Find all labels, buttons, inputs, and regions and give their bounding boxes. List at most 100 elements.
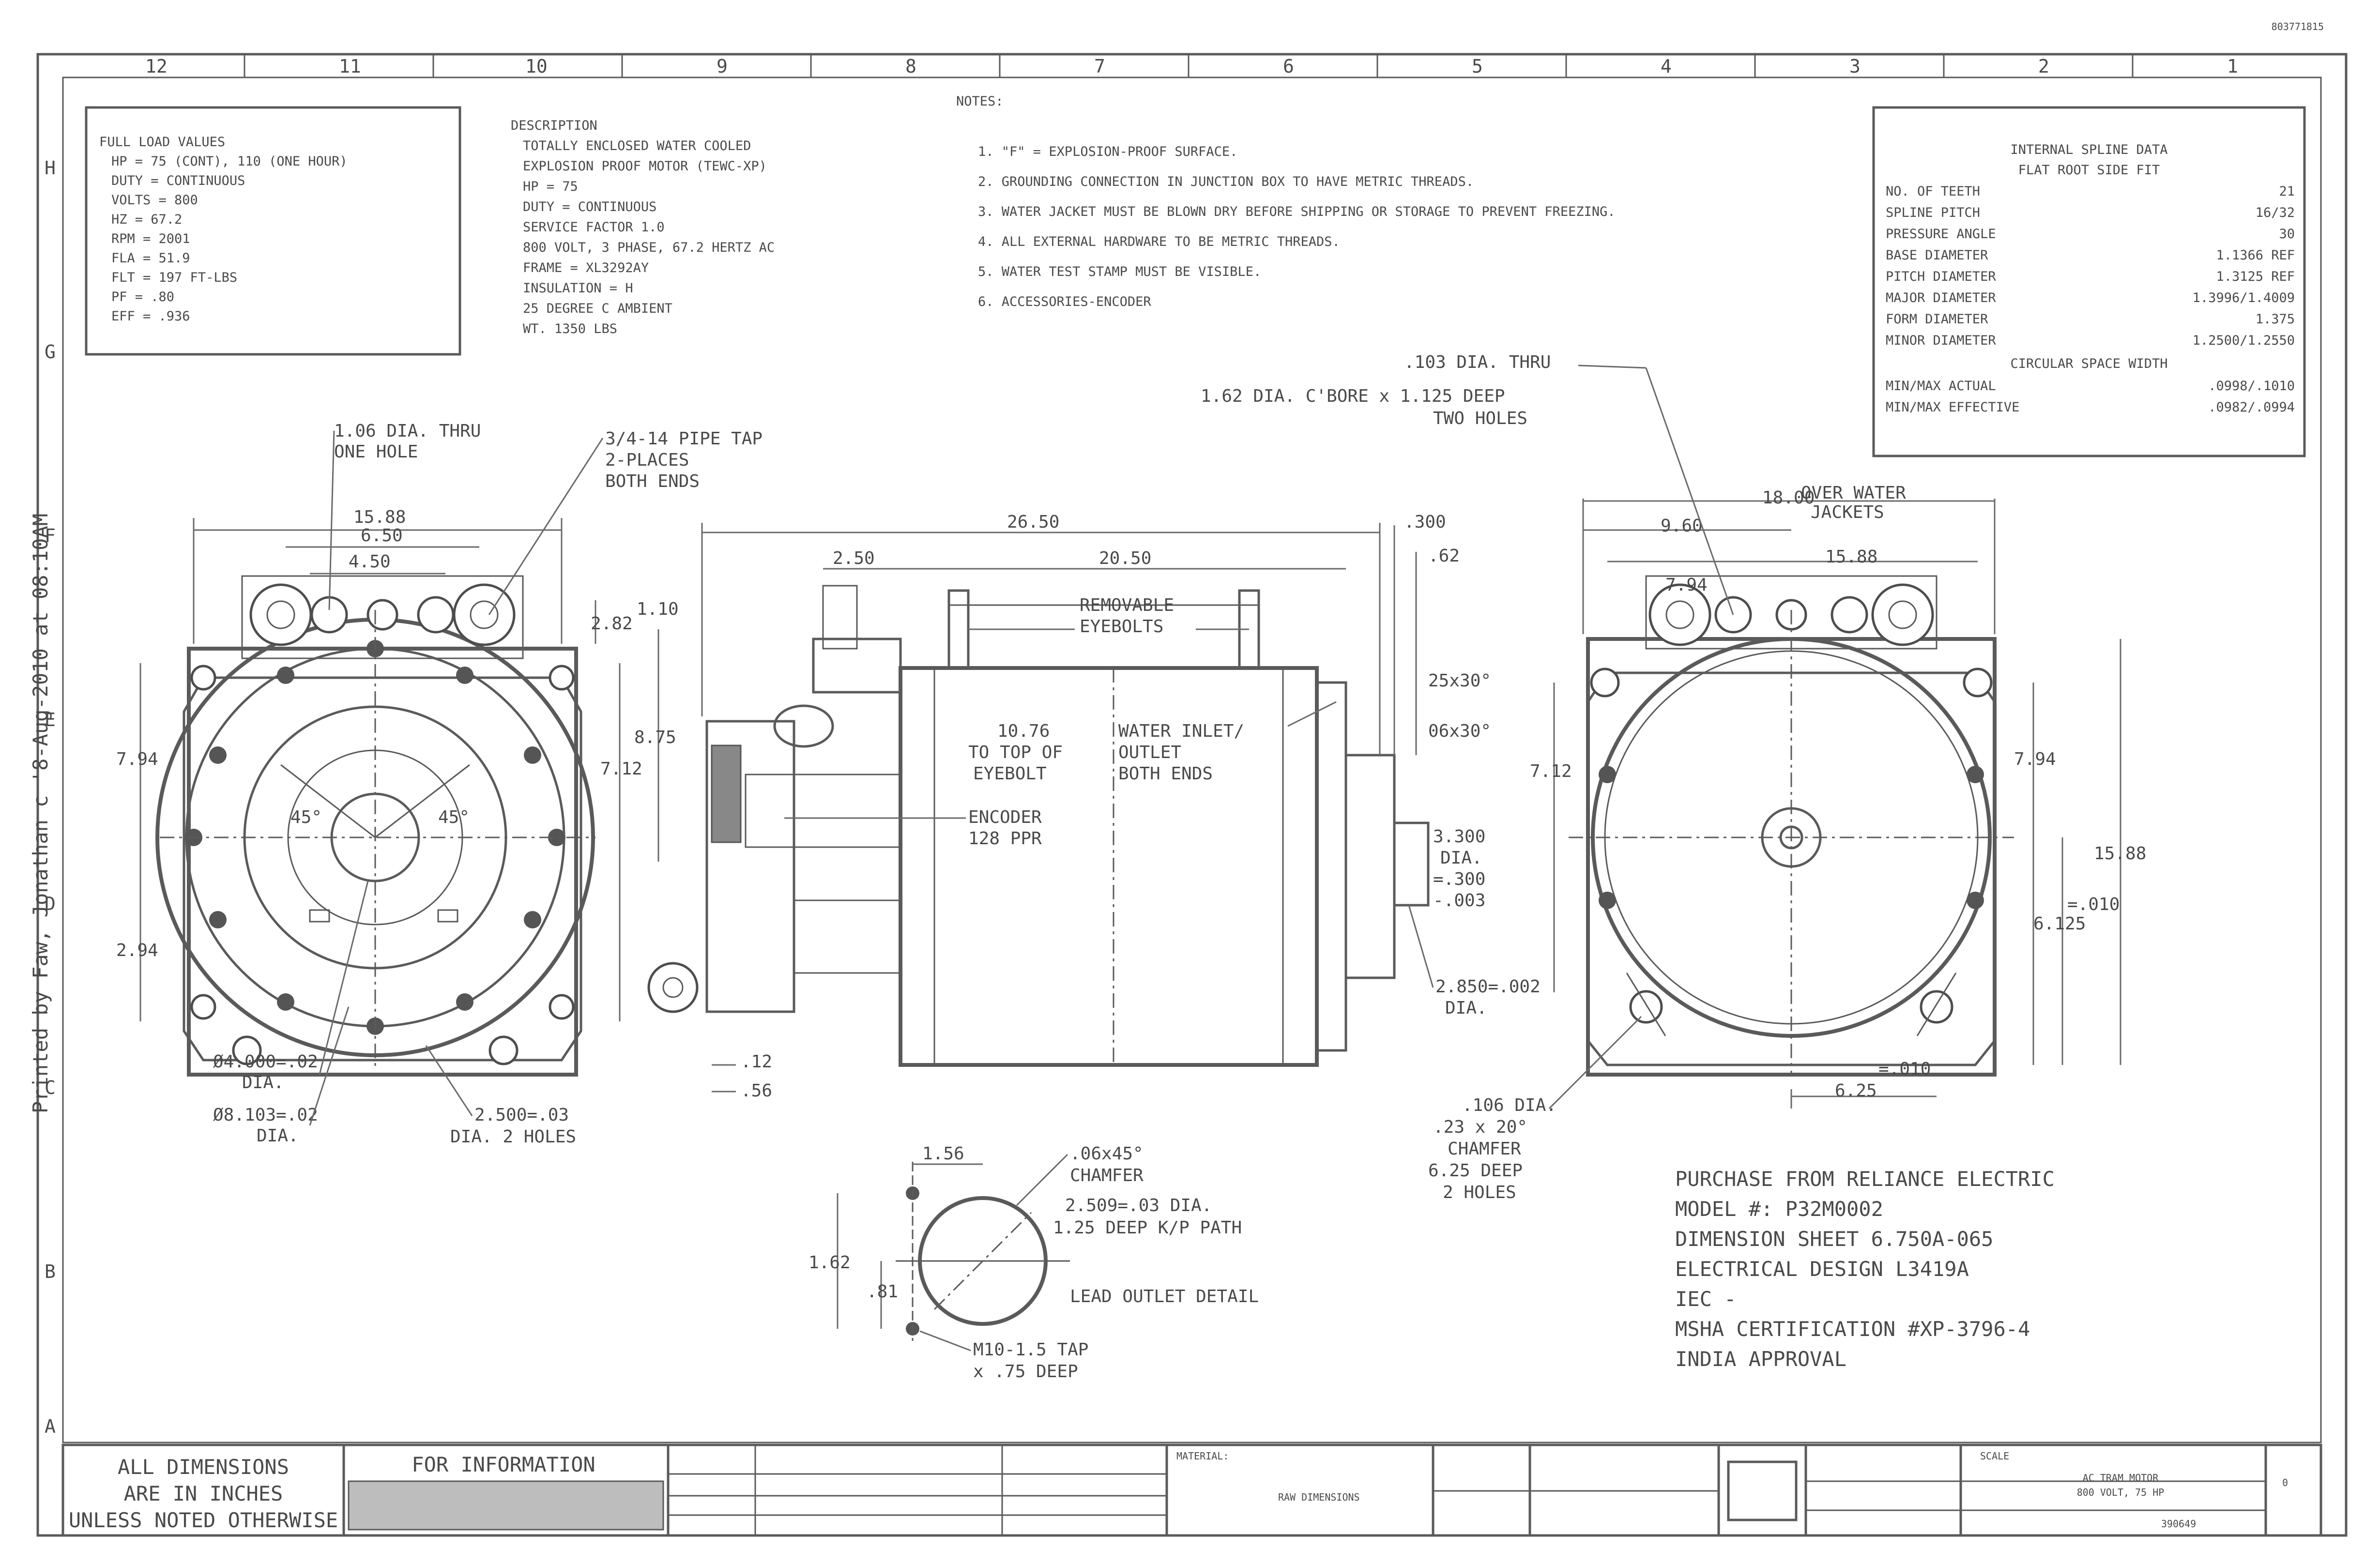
spline-label: NO. OF TEETH — [1886, 184, 1980, 199]
drawing-number: 390649 — [2161, 1518, 2196, 1530]
callout-over-water: OVER WATER — [1801, 483, 1906, 503]
purchase-line: DIMENSION SHEET 6.750A-065 — [1675, 1227, 1993, 1251]
title-block: ALL DIMENSIONS ARE IN INCHES UNLESS NOTE… — [61, 1443, 2322, 1537]
callout-75-deep: x .75 DEEP — [973, 1362, 1078, 1382]
callout-23x20: .23 x 20° — [1433, 1117, 1527, 1137]
callout-eyebolt: EYEBOLT — [973, 764, 1047, 784]
all-dims-line-2: ARE IN INCHES — [124, 1482, 283, 1505]
callout-two-places: 2-PLACES — [605, 450, 689, 470]
inner-border — [62, 76, 2322, 1443]
callout-06x45: .06x45° — [1070, 1144, 1144, 1164]
right-end-view — [1569, 575, 2014, 1077]
dim-26-50: 26.50 — [1007, 512, 1059, 532]
callout-key-06x30: 06x30° — [1428, 721, 1491, 741]
full-load-box — [85, 106, 461, 356]
dim-plus-010-b: =.010 — [1878, 1059, 1931, 1079]
full-load-line: EFF = .936 — [111, 309, 190, 324]
spline-label: FORM DIAMETER — [1886, 312, 1988, 327]
dim-300: .300 — [1404, 512, 1446, 532]
grid-column-labels: 12 11 10 9 8 7 6 5 4 3 2 1 — [145, 56, 2238, 77]
all-dims-line-1: ALL DIMENSIONS — [118, 1455, 289, 1479]
dim-15-88-left: 15.88 — [353, 507, 406, 527]
grid-row-a: A — [45, 1416, 56, 1437]
spline-value: 1.2500/1.2550 — [2193, 333, 2295, 348]
callout-8-103-dia: Ø8.103=.02 — [213, 1105, 318, 1125]
dim-56: .56 — [741, 1081, 772, 1101]
left-callouts: 1.06 DIA. THRU ONE HOLE 3/4-14 PIPE TAP … — [213, 421, 763, 1147]
dim-7-12-left: 7.12 — [600, 759, 642, 779]
spline-label: MIN/MAX EFFECTIVE — [1886, 400, 2019, 415]
grid-row-c: C — [45, 1077, 56, 1098]
dim-62: .62 — [1428, 546, 1460, 566]
dim-12: .12 — [741, 1052, 772, 1072]
spline-label: MAJOR DIAMETER — [1886, 290, 1996, 305]
grid-row-g: G — [45, 341, 56, 363]
grid-col-1: 1 — [2227, 56, 2238, 77]
purchase-line: INDIA APPROVAL — [1675, 1347, 1846, 1371]
spline-value: 1.3125 REF — [2216, 269, 2295, 284]
full-load-title: FULL LOAD VALUES — [99, 135, 225, 150]
grid-col-10: 10 — [525, 56, 548, 77]
callout-2-500-dia: 2.500=.03 — [474, 1105, 569, 1125]
description-line: 25 DEGREE C AMBIENT — [523, 301, 672, 316]
dim-2-82: 2.82 — [591, 614, 633, 634]
grid-col-5: 5 — [1472, 56, 1483, 77]
description-title: DESCRIPTION — [511, 118, 597, 133]
callout-dia-label: DIA. — [1440, 848, 1482, 868]
dim-7-94-left: 7.94 — [116, 749, 158, 769]
spline-value: 16/32 — [2256, 205, 2295, 220]
callout-outlet: OUTLET — [1118, 743, 1181, 762]
grid-col-12: 12 — [145, 56, 168, 77]
callout-8-103-dia-label: DIA. — [257, 1126, 299, 1146]
dim-6-50: 6.50 — [361, 526, 403, 546]
scale-label: SCALE — [1980, 1450, 2009, 1462]
drawing-title-1: AC TRAM MOTOR — [2083, 1472, 2159, 1484]
purchase-line: PURCHASE FROM RELIANCE ELECTRIC — [1675, 1167, 2055, 1191]
dim-9-60: 9.60 — [1661, 516, 1703, 536]
lead-outlet-detail: 1.62 .81 1.56 .06x45° CHAMFER 2.509=.03 … — [809, 1144, 1259, 1382]
callout-water-inlet: WATER INLET/ — [1118, 721, 1244, 741]
description-line: EXPLOSION PROOF MOTOR (TEWC-XP) — [523, 159, 767, 174]
callout-shaft-2-850: 2.850=.002 — [1435, 977, 1541, 997]
note-item: 3. WATER JACKET MUST BE BLOWN DRY BEFORE… — [978, 204, 1616, 219]
dim-1-56: 1.56 — [922, 1144, 964, 1164]
dim-7-94-right: 7.94 — [2014, 749, 2056, 769]
dim-7-94-right-top: 7.94 — [1665, 575, 1708, 595]
description-line: INSULATION = H — [523, 281, 633, 296]
description-line: 800 VOLT, 3 PHASE, 67.2 HERTZ AC — [523, 240, 775, 255]
spline-value: 1.375 — [2256, 312, 2295, 327]
grid-row-d: D — [45, 893, 56, 914]
dim-plus-010: =.010 — [2067, 895, 2120, 914]
callout-one-hole: ONE HOLE — [334, 442, 418, 462]
note-item: 1. "F" = EXPLOSION-PROOF SURFACE. — [978, 144, 1237, 159]
callout-6-25-deep: 6.25 DEEP — [1428, 1161, 1523, 1181]
description-line: FRAME = XL3292AY — [523, 260, 649, 275]
dim-81: .81 — [867, 1282, 898, 1302]
spline-data: INTERNAL SPLINE DATA FLAT ROOT SIDE FIT … — [1886, 142, 2295, 415]
spline-label: SPLINE PITCH — [1886, 205, 1980, 220]
material-label: MATERIAL: — [1176, 1450, 1229, 1462]
full-load-line: PF = .80 — [111, 289, 174, 304]
callout-cbore: 1.62 DIA. C'BORE x 1.125 DEEP — [1201, 386, 1505, 406]
callout-pipe-tap: 3/4-14 PIPE TAP — [605, 429, 763, 449]
for-information: FOR INFORMATION — [412, 1453, 595, 1476]
spline-subtitle: FLAT ROOT SIDE FIT — [2018, 163, 2160, 178]
spline-value: 1.3996/1.4009 — [2193, 290, 2295, 305]
purchase-line: ELECTRICAL DESIGN L3419A — [1675, 1257, 1969, 1281]
full-load-line: FLA = 51.9 — [111, 251, 190, 266]
notes-title: NOTES: — [956, 94, 1004, 109]
raw-dimensions: RAW DIMENSIONS — [1278, 1491, 1360, 1503]
full-load-line: VOLTS = 800 — [111, 193, 198, 208]
spline-label: BASE DIAMETER — [1886, 248, 1988, 263]
callout-chamfer-right: CHAMFER — [1448, 1139, 1521, 1159]
spline-box — [1872, 106, 2306, 457]
dim-45-deg-a: 45° — [290, 807, 322, 827]
drawing-title-2: 800 VOLT, 75 HP — [2077, 1487, 2165, 1498]
all-dims-line-3: UNLESS NOTED OTHERWISE — [69, 1508, 338, 1532]
spline-value: 30 — [2279, 227, 2295, 242]
dim-20-50: 20.50 — [1099, 548, 1151, 568]
callout-both-ends: BOTH ENDS — [605, 471, 700, 491]
callout-10-76: 10.76 — [997, 721, 1050, 741]
grid-col-11: 11 — [339, 56, 361, 77]
